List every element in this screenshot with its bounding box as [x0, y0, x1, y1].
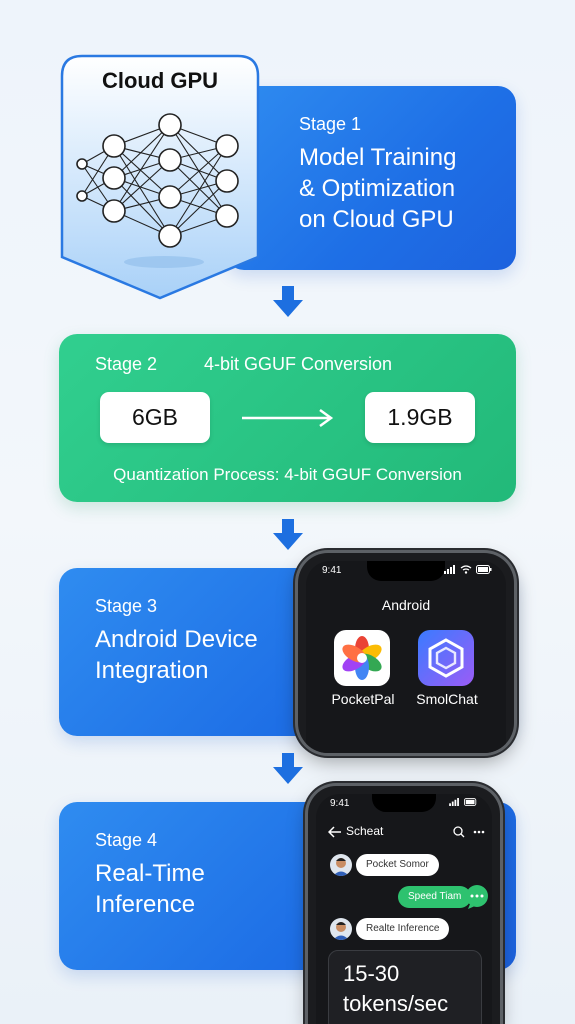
back-arrow-icon[interactable] — [328, 826, 342, 838]
chat-title: Scheat — [346, 824, 384, 838]
chat-message: Realte Inference — [356, 918, 450, 940]
avatar — [330, 854, 352, 876]
pocketpal-label: PocketPal — [331, 691, 395, 707]
arrow-down-icon — [273, 286, 303, 317]
stage3-stage-label: Stage 3 — [95, 596, 158, 616]
stage4-stage-label: Stage 4 — [95, 830, 158, 850]
signal-icon — [449, 798, 459, 806]
phone-notch — [372, 794, 436, 812]
user-avatar-icon — [333, 858, 349, 876]
android-screen: 9:41 Android PocketPa — [306, 561, 506, 753]
battery-icon — [476, 565, 492, 574]
smolchat-app[interactable] — [418, 630, 474, 686]
pocketpal-icon — [342, 636, 382, 680]
stage3-title: Android Device Integration — [95, 626, 258, 684]
status-bar: 9:41 — [330, 798, 478, 812]
android-heading: Android — [381, 597, 431, 613]
from-size-box: 6GB — [100, 392, 210, 443]
chat-bubble-icon — [466, 885, 488, 909]
cloud-gpu-label: Cloud GPU — [101, 68, 219, 93]
to-size-box: 1.9GB — [365, 392, 475, 443]
arrow-down-icon — [273, 753, 303, 784]
stage2-stage-label: Stage 2 — [95, 354, 158, 374]
pocketpal-app[interactable] — [334, 630, 390, 686]
status-icons — [449, 798, 478, 806]
phone-notch — [367, 561, 445, 581]
android-phone: 9:41 Android PocketPa — [298, 553, 514, 753]
status-bar: 9:41 — [322, 565, 492, 579]
chat-phone: 9:41 Scheat Pocket Somor Speed Tiam Real… — [308, 786, 500, 1024]
signal-icon — [444, 565, 455, 574]
smolchat-icon — [428, 638, 464, 678]
arrow-right-icon — [242, 408, 334, 428]
chat-message: Pocket Somor — [356, 854, 439, 876]
battery-icon — [464, 798, 477, 806]
status-time: 9:41 — [322, 565, 342, 576]
arrow-down-icon — [273, 519, 303, 550]
chat-screen: 9:41 Scheat Pocket Somor Speed Tiam Real… — [316, 794, 492, 1024]
chat-message: Speed Tiam — [398, 886, 472, 908]
stage1-stage-label: Stage 1 — [299, 114, 362, 134]
cloud-gpu-badge — [60, 54, 260, 300]
speed-value: 15-30 — [343, 961, 400, 986]
neural-network-icon — [76, 113, 239, 248]
avatar — [330, 918, 352, 940]
stage2-caption: Quantization Process: 4-bit GGUF Convers… — [113, 465, 462, 484]
stage1-card — [226, 86, 516, 270]
more-icon[interactable] — [473, 830, 485, 834]
wifi-icon — [460, 565, 472, 574]
user-avatar-icon — [333, 922, 349, 940]
status-time: 9:41 — [330, 798, 350, 809]
stage4-title: Real-Time Inference — [95, 860, 205, 918]
speed-unit: tokens/sec — [343, 991, 449, 1016]
status-icons — [444, 565, 492, 574]
to-size-value: 1.9GB — [387, 404, 453, 430]
stage1-title: Model Training & Optimization on Cloud G… — [299, 144, 457, 233]
search-icon[interactable] — [453, 826, 465, 838]
smolchat-label: SmolChat — [416, 691, 478, 707]
speed-box: 15-30 tokens/sec — [328, 950, 482, 1024]
from-size-value: 6GB — [131, 404, 179, 430]
stage2-title: 4-bit GGUF Conversion — [204, 354, 393, 374]
